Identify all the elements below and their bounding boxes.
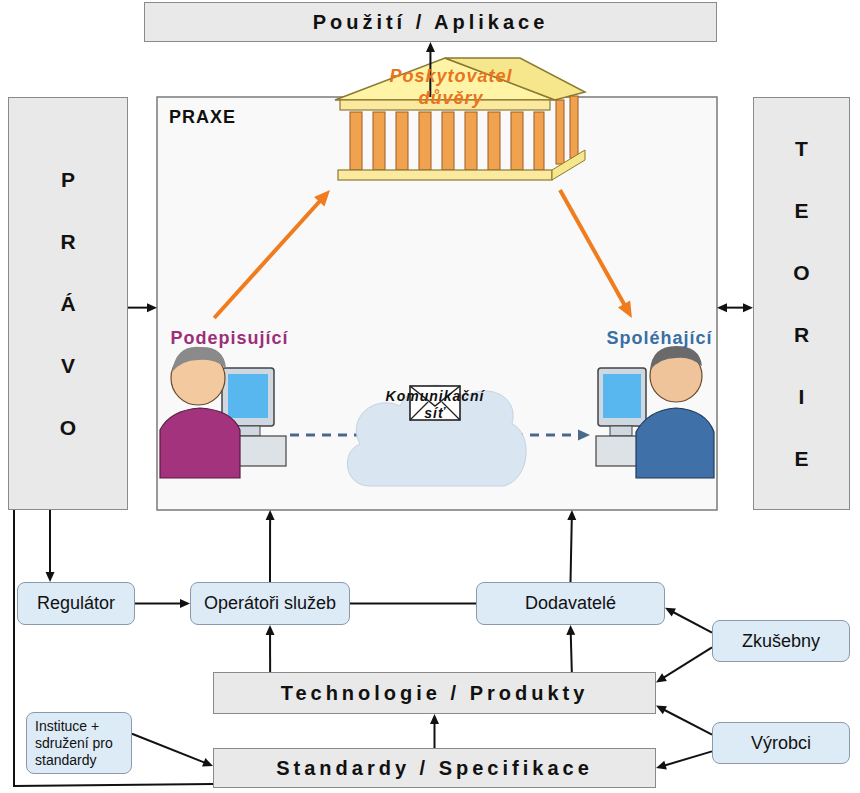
connector: [566, 625, 575, 672]
arrow-head: [180, 599, 190, 608]
node-label: Instituce + sdružení pro standardy: [35, 718, 123, 769]
arrow-head: [314, 190, 330, 207]
connector-line: [664, 647, 712, 677]
node-label: P R Á V O: [55, 149, 80, 459]
arrow-head: [202, 758, 213, 766]
process-box: Regulátor: [17, 582, 135, 625]
node-label: Podepisující: [169, 328, 290, 506]
connector: [430, 714, 439, 748]
arrow-head: [717, 303, 727, 312]
arrow-head: [266, 510, 275, 520]
process-box: Instituce + sdružení pro standardy: [26, 712, 132, 774]
connector-line: [673, 612, 712, 633]
node-label: Spoléhající: [602, 328, 717, 506]
signer-figure: [160, 347, 286, 478]
connector: [266, 625, 275, 672]
node-label: PRAXE: [169, 107, 236, 128]
connector-line: [49, 510, 51, 573]
application-band: Použití / Aplikace: [144, 2, 717, 42]
connector-line: [571, 634, 572, 672]
arrow-head: [578, 430, 590, 441]
connector: [128, 303, 157, 312]
connector-line: [665, 751, 712, 765]
node-label: Operátoři služeb: [204, 593, 336, 614]
arrow-head: [665, 608, 676, 617]
relying-figure: [596, 346, 714, 478]
node-label: Technologie / Produkty: [281, 682, 589, 705]
arrow-head: [656, 761, 667, 770]
node-label: Regulátor: [37, 593, 115, 614]
process-box: Dodavatelé: [476, 582, 665, 625]
theory-band: T E O R I E: [753, 97, 850, 510]
arrow-head: [430, 714, 439, 724]
connector-line: [14, 510, 213, 786]
signer: Podepisující: [157, 318, 290, 510]
connector: [567, 510, 576, 582]
standards-band: Standardy / Specifikace: [213, 748, 656, 788]
arrow-head: [426, 42, 435, 52]
connector-line: [571, 519, 572, 582]
arrow-head: [266, 625, 275, 635]
connector: [14, 510, 213, 786]
connector: [656, 706, 712, 735]
arrow-head: [618, 301, 632, 318]
arrow-head: [566, 625, 575, 635]
law-band: P R Á V O: [8, 97, 128, 510]
arrow-head: [147, 303, 157, 312]
process-box: Operátoři služeb: [190, 582, 350, 625]
node-label: T E O R I E: [789, 118, 814, 490]
arrow-head: [743, 303, 753, 312]
arrow-head: [567, 510, 576, 520]
node-label: Poskytovatel důvěry: [376, 65, 526, 241]
connector: [665, 608, 712, 633]
node-label: Standardy / Specifikace: [276, 757, 593, 780]
technology-band: Technologie / Produkty: [213, 672, 656, 714]
arrow-head: [656, 706, 667, 715]
connector: [266, 510, 275, 582]
connector: [46, 510, 55, 582]
connector-line: [350, 603, 476, 605]
connector-line: [560, 190, 625, 305]
connector: [717, 303, 753, 312]
connector-line: [434, 723, 436, 748]
praxe-panel: [157, 97, 717, 510]
connector-line: [726, 307, 744, 309]
arrow-head: [46, 572, 55, 582]
node-label: Komunikační síť: [340, 388, 530, 482]
connector-line: [214, 201, 320, 318]
connector-line: [269, 519, 271, 582]
trust-provider: Poskytovatel důvěry: [330, 55, 560, 245]
connector: [214, 190, 330, 318]
arrow-head: [656, 673, 667, 682]
connector: [350, 603, 476, 604]
connector-line: [128, 307, 148, 309]
node-label: Zkušebny: [742, 631, 820, 652]
process-box: Výrobci: [712, 722, 850, 764]
relying-party: Spoléhající: [590, 318, 717, 510]
connector-line: [132, 734, 205, 763]
connector: [135, 599, 190, 608]
connector: [656, 647, 712, 682]
process-box: Zkušebny: [712, 620, 850, 662]
connector-line: [664, 710, 712, 735]
node-label: Použití / Aplikace: [313, 11, 549, 34]
network-cloud: Komunikační síť: [340, 378, 530, 492]
connector-line: [269, 634, 271, 672]
node-label: Dodavatelé: [525, 593, 616, 614]
connector-line: [135, 603, 181, 605]
node-label: Výrobci: [751, 733, 811, 754]
connector: [656, 751, 712, 769]
connector: [132, 734, 213, 767]
connector: [560, 190, 632, 318]
practice-panel: PRAXEPoskytovatel důvěryPodepisujícíSpol…: [157, 97, 717, 510]
